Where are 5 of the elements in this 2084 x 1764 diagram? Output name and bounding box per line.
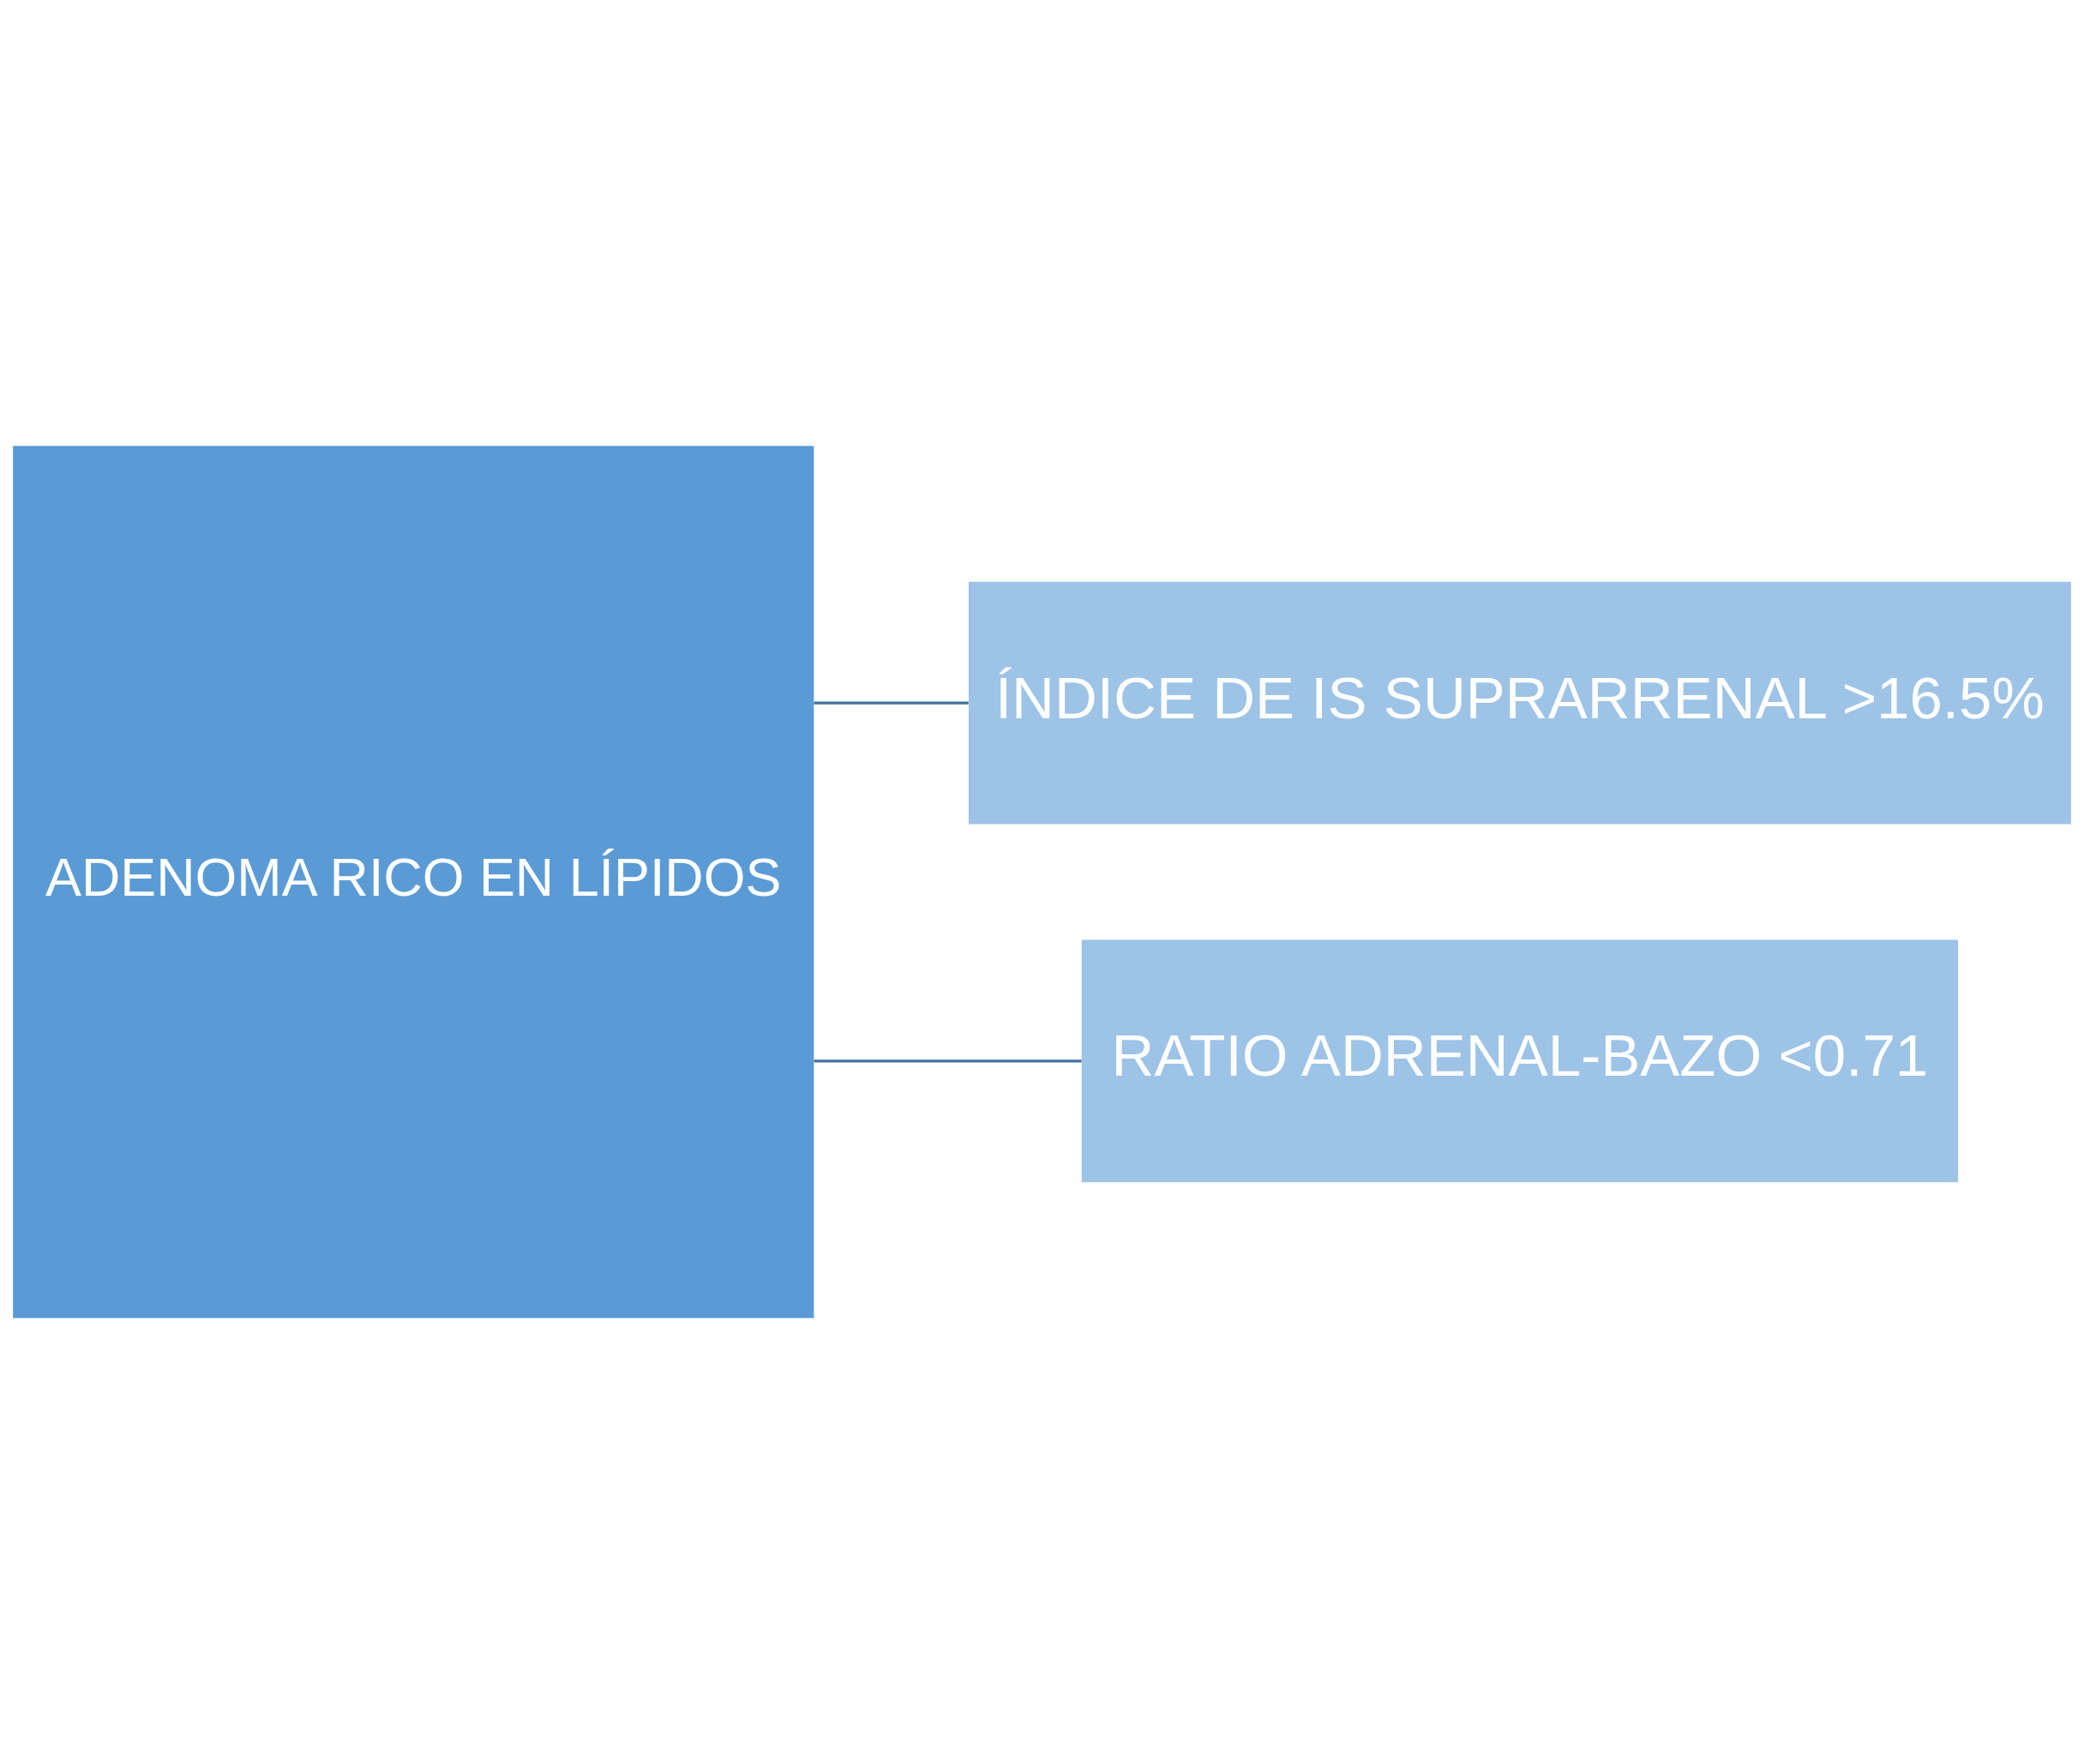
connector (814, 701, 969, 705)
node-box: ADENOMA RICO EN LÍPIDOS (13, 446, 814, 1318)
node-box: RATIO ADRENAL-BAZO <0.71 (1081, 939, 1958, 1183)
connector (814, 1059, 1082, 1063)
node-box: ÍNDICE DE IS SUPRARRENAL >16.5% (968, 581, 2071, 825)
